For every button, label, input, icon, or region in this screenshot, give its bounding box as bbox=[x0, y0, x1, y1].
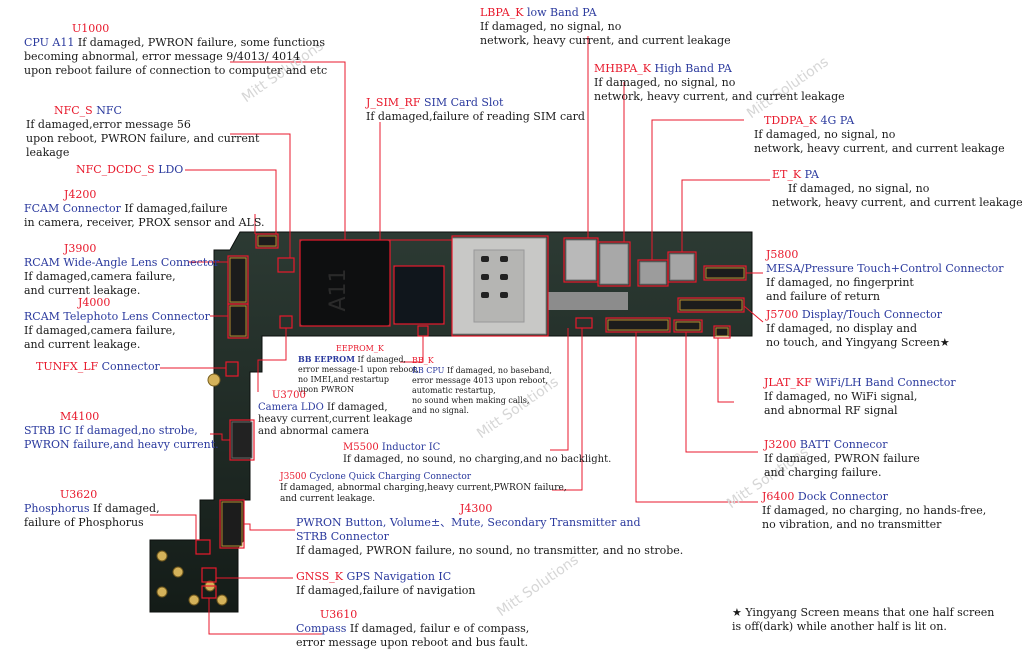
label-u3610: U3610 Compass If damaged, failur e of co… bbox=[296, 608, 530, 649]
pa-chip-tddpa bbox=[639, 261, 667, 285]
connector-j4300 bbox=[221, 501, 243, 547]
label-et-k: ET_K PA If damaged, no signal, no networ… bbox=[772, 168, 1023, 209]
connector-jlat bbox=[715, 327, 729, 337]
label-j4000: J4000 RCAM Telephoto Lens Connector If d… bbox=[24, 296, 210, 351]
label-j5800: J5800 MESA/Pressure Touch+Control Connec… bbox=[766, 248, 1004, 303]
svg-text:A11: A11 bbox=[326, 268, 351, 311]
pa-chip-mhbpa bbox=[599, 243, 629, 285]
connector-j6400 bbox=[607, 319, 669, 331]
connector-j4000 bbox=[229, 305, 247, 337]
pa-chip-et bbox=[669, 253, 695, 281]
label-j6400: J6400 Dock Connector If damaged, no char… bbox=[762, 490, 987, 531]
label-eeprom: EEPROM_K BB EEPROM If damaged, error mes… bbox=[298, 344, 419, 394]
board-outline bbox=[149, 231, 753, 613]
label-j3200: J3200 BATT Connecor If damaged, PWRON fa… bbox=[764, 438, 920, 479]
label-tunfx: TUNFX_LF Connector bbox=[36, 360, 160, 373]
label-nfc-dcdc: NFC_DCDC_S LDO bbox=[76, 163, 184, 176]
label-m4100: M4100 STRB IC If damaged,no strobe, PWRO… bbox=[24, 410, 219, 451]
label-j4300: J4300 PWRON Button, Volume±、Mute, Second… bbox=[296, 502, 684, 557]
label-j-sim: J_SIM_RF SIM Card Slot If damaged,failur… bbox=[366, 96, 585, 123]
label-gnss: GNSS_K GPS Navigation IC If damaged,fail… bbox=[296, 570, 476, 597]
connector-j5800 bbox=[705, 267, 745, 279]
label-mhbpa: MHBPA_K High Band PA If damaged, no sign… bbox=[594, 62, 845, 103]
label-u3620: U3620 Phosphorus If damaged, failure of … bbox=[24, 488, 160, 529]
label-u1000: U1000 CPU A11 If damaged, PWRON failure,… bbox=[24, 22, 328, 77]
connector-j3900 bbox=[229, 257, 247, 303]
label-nfc-s: NFC_S NFC If damaged,error message 56 up… bbox=[26, 104, 260, 159]
code-u1000: U1000 bbox=[72, 22, 110, 35]
footnote: ★ Yingyang Screen means that one half sc… bbox=[732, 606, 995, 633]
label-j3900: J3900 RCAM Wide-Angle Lens Connector If … bbox=[24, 242, 220, 297]
label-bb-k: BB_K BB CPU If damaged, no baseband, err… bbox=[412, 356, 552, 415]
connector-j4200 bbox=[257, 235, 277, 247]
label-j5700: J5700 Display/Touch Connector If damaged… bbox=[766, 308, 950, 349]
pa-chip-lbpa bbox=[565, 239, 597, 281]
label-j3500: J3500 Cyclone Quick Charging Connector I… bbox=[280, 472, 567, 504]
label-j4200: J4200 FCAM Connector If damaged,failure … bbox=[24, 188, 265, 229]
connector-j5700 bbox=[679, 299, 743, 311]
strobe-ic bbox=[231, 421, 253, 459]
label-m5500: M5500 Inductor IC If damaged, no sound, … bbox=[343, 442, 612, 465]
bb-cpu-chip bbox=[393, 265, 445, 325]
shield-strip bbox=[548, 292, 628, 310]
label-tddpa: TDDPA_K 4G PA If damaged, no signal, no … bbox=[754, 114, 1005, 155]
label-jlat: JLAT_KF WiFi/LH Band Connector If damage… bbox=[764, 376, 956, 417]
connector-j3200 bbox=[675, 321, 701, 331]
screw-hole bbox=[207, 373, 221, 387]
label-lbpa: LBPA_K low Band PA If damaged, no signal… bbox=[480, 6, 731, 47]
label-u3700: U3700 Camera LDO If damaged, heavy curre… bbox=[258, 390, 413, 437]
